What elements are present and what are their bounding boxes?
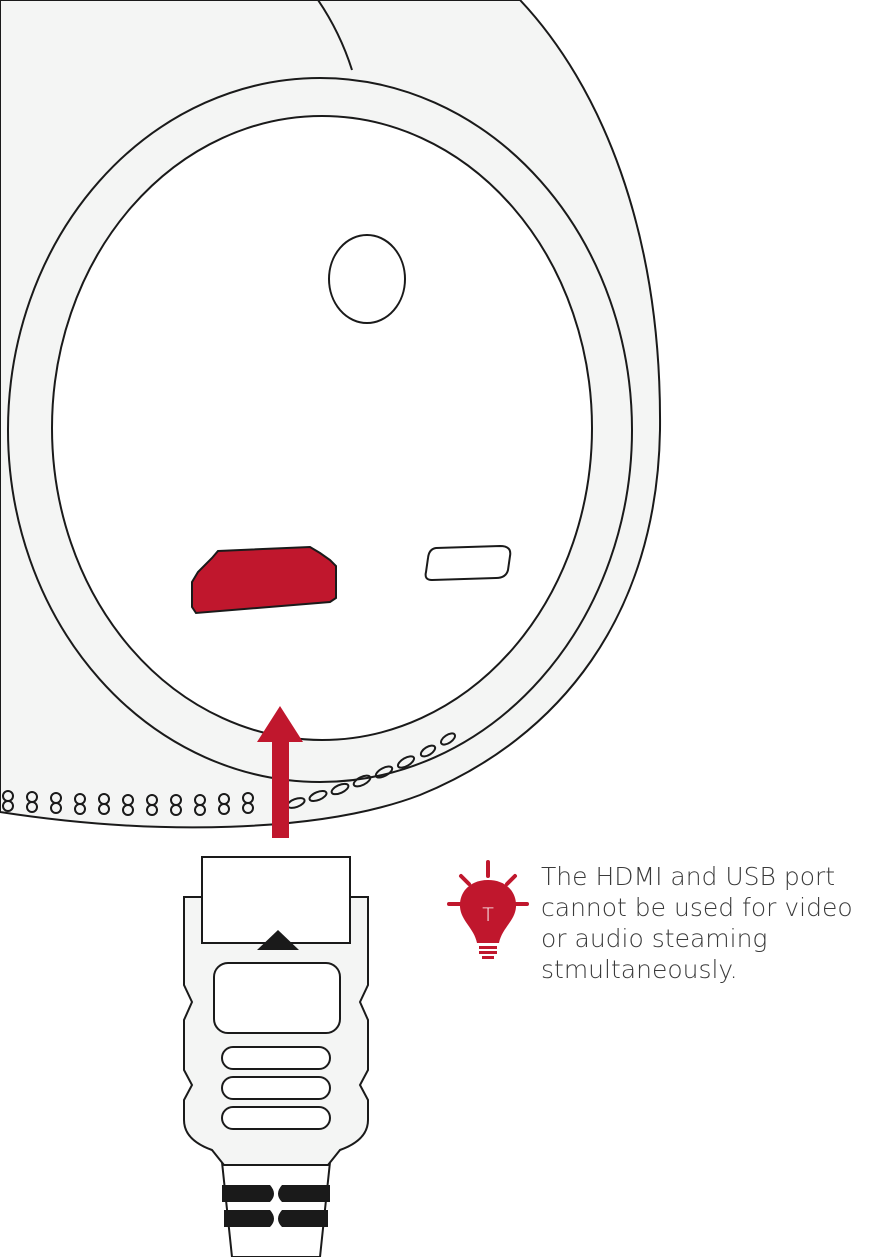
lightbulb-base-2 <box>479 951 497 954</box>
tip-text: The HDMI and USB port cannot be used for… <box>541 862 853 984</box>
projector-body <box>0 0 662 829</box>
power-port <box>328 234 406 324</box>
hdmi-cable-stripes <box>222 1185 330 1227</box>
speaker-grille <box>2 732 456 816</box>
lightbulb-icon: T <box>447 860 529 959</box>
projector-port-panel <box>51 115 593 741</box>
hdmi-plug-window <box>213 962 341 1034</box>
hdmi-port <box>191 545 337 615</box>
lightbulb-rays <box>447 860 529 906</box>
hdmi-plug-grip-3 <box>221 1106 331 1130</box>
lightbulb-base-1 <box>479 946 497 949</box>
arrow-up-icon <box>257 706 303 838</box>
hdmi-cable <box>183 856 369 1257</box>
lightbulb-letter: T <box>482 904 494 926</box>
hdmi-plug-grip-2 <box>221 1076 331 1100</box>
hdmi-plug-tip <box>201 856 351 944</box>
projector-top-seam <box>317 0 353 71</box>
usb-port <box>424 544 512 582</box>
lightbulb-bulb <box>459 880 517 943</box>
triangle-up-icon <box>257 930 299 950</box>
lightbulb-base-3 <box>482 956 494 959</box>
hdmi-cable-cord <box>220 1161 332 1257</box>
hdmi-plug-grip-1 <box>221 1046 331 1070</box>
